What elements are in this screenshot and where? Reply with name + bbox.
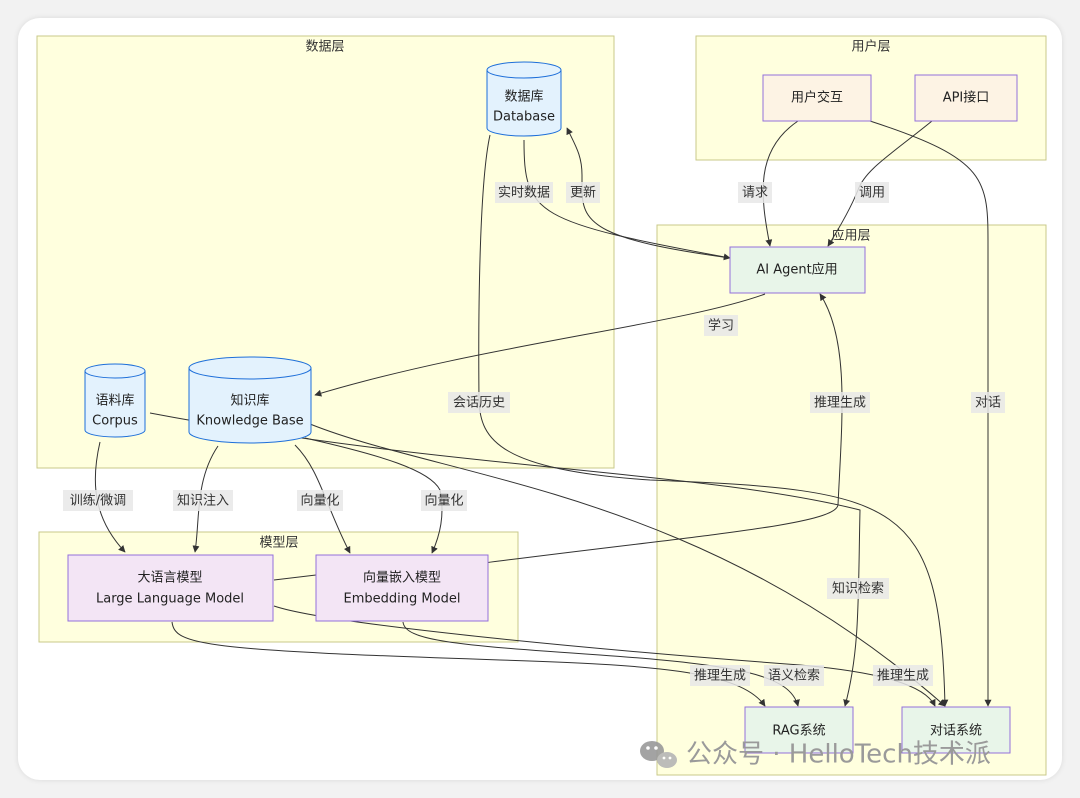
edge-embedding-to-agent (483, 293, 843, 564)
edge-label-knowledge-inject: 知识注入 (177, 493, 229, 509)
edge-label-vectorize-1: 向量化 (300, 493, 339, 509)
node-llm: 大语言模型 Large Language Model (67, 554, 274, 622)
edge-user-to-agent (762, 120, 799, 247)
node-database-line2: Database (493, 110, 555, 125)
edge-label-knowledge-retrieval: 知识检索 (832, 581, 884, 597)
edge-label-update: 更新 (570, 185, 596, 201)
watermark-text: 公众号 · HelloTech技术派 (686, 740, 991, 770)
edge-label-session-history: 会话历史 (453, 396, 505, 411)
edge-user-to-dialog (869, 120, 992, 707)
node-user-interaction-label: 用户交互 (791, 90, 843, 106)
node-dialog-label: 对话系统 (930, 724, 982, 739)
edge-knowledge-to-embedding-2 (304, 437, 443, 554)
edge-label-reasoning-gen-3: 推理生成 (877, 669, 929, 684)
node-knowledge-base-line2: Knowledge Base (196, 414, 303, 429)
node-ai-agent: AI Agent应用 (729, 246, 866, 294)
edge-label-learn: 学习 (708, 318, 734, 334)
edge-label-request: 请求 (742, 186, 768, 201)
node-dialog: 对话系统 (901, 706, 1011, 754)
node-ai-agent-label: AI Agent应用 (756, 262, 837, 278)
node-knowledge-base-line1: 知识库 (230, 393, 269, 409)
node-corpus-line1: 语料库 (95, 393, 134, 409)
edge-knowledge-to-dialog (309, 423, 946, 707)
edge-database-to-dialog (478, 134, 949, 707)
edge-label-realtime-data: 实时数据 (498, 186, 550, 201)
node-rag: RAG系统 (744, 706, 854, 754)
node-llm-line1: 大语言模型 (137, 571, 202, 586)
node-embedding: 向量嵌入模型 Embedding Model (315, 554, 489, 622)
node-embedding-line2: Embedding Model (344, 592, 461, 607)
cluster-data-layer-label: 数据层 (305, 40, 344, 55)
node-database: 数据库 Database (486, 61, 562, 137)
node-corpus: 语料库 Corpus (84, 363, 146, 438)
node-user-interaction: 用户交互 (762, 74, 872, 122)
edge-llm-embedding-link (273, 574, 317, 581)
edge-label-reasoning-gen-2: 推理生成 (694, 669, 746, 684)
cluster-model-layer-label: 模型层 (259, 536, 298, 551)
edge-label-vectorize-2: 向量化 (424, 493, 463, 509)
node-corpus-line2: Corpus (92, 414, 138, 429)
node-embedding-line1: 向量嵌入模型 (363, 570, 441, 586)
node-api: API接口 (914, 74, 1018, 122)
node-llm-line2: Large Language Model (96, 592, 244, 607)
edge-labels: 实时数据 更新 请求 调用 学习 会话历史 推理生成 对话 训练/微调 知识注入… (63, 182, 1005, 686)
wechat-icon (640, 741, 677, 768)
edge-label-reasoning-gen-1: 推理生成 (814, 396, 866, 411)
node-api-label: API接口 (943, 90, 990, 106)
watermark: 公众号 · HelloTech技术派 (640, 740, 991, 770)
edge-agent-to-knowledge-base (314, 293, 766, 397)
cluster-user-layer-label: 用户层 (851, 39, 890, 55)
node-database-line1: 数据库 (504, 89, 543, 105)
edge-label-semantic-search: 语义检索 (768, 669, 820, 684)
cluster-app-layer-label: 应用层 (831, 228, 870, 244)
node-rag-label: RAG系统 (772, 724, 825, 739)
edge-corpus-to-rag (149, 412, 861, 707)
edge-label-invoke: 调用 (859, 186, 885, 201)
node-knowledge-base: 知识库 Knowledge Base (188, 356, 312, 444)
edge-label-train-finetune: 训练/微调 (70, 494, 126, 509)
edge-label-dialog: 对话 (975, 396, 1001, 411)
edge-database-to-agent (523, 139, 731, 261)
